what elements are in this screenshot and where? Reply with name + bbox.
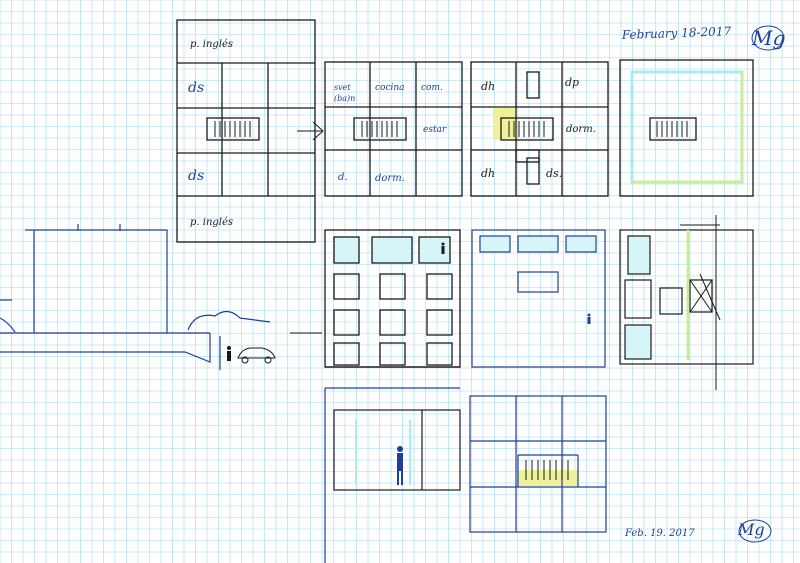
signature-top-loop: [751, 25, 785, 51]
plan-right-label-dorm: dorm.: [566, 124, 596, 135]
bottom-plan-yellow-highlight: [518, 470, 578, 486]
elevation-far-right: [619, 215, 754, 390]
elevation-right: [471, 229, 606, 368]
signature-bottom-loop: [738, 519, 772, 543]
plan-middle-label-sv2: (ba)n: [334, 94, 355, 103]
site-section: [0, 224, 271, 370]
plan-right-yellow-highlight: [493, 108, 515, 140]
signature-bottom: Mg: [737, 520, 765, 539]
human-figure-icon: [397, 446, 403, 485]
plan-right-label-ds: ds.: [546, 167, 562, 180]
plan-right: [470, 61, 609, 197]
plan-middle-label-dorm: dorm.: [375, 173, 405, 184]
plan-far-right: [619, 59, 754, 197]
date-bottom: Feb. 19. 2017: [624, 528, 695, 539]
car-icon: [237, 347, 276, 364]
plan-right-label-dp: dp: [565, 76, 579, 89]
person-icon: [227, 346, 231, 361]
person-icon-right: [587, 313, 591, 324]
plan-left-row4-label: ds: [188, 168, 204, 184]
plan-middle-label-comedor: com.: [421, 83, 443, 93]
plan-left: [176, 19, 316, 243]
person-icon-small: [441, 242, 445, 254]
plan-left-row2-label: ds: [188, 80, 204, 96]
plan-right-label-dh-top: dh: [481, 80, 495, 93]
plan-right-label-dh-bottom: dh: [481, 167, 495, 180]
plan-middle-label-estar: estar: [423, 125, 447, 135]
plan-middle: [324, 61, 463, 197]
date-top: February 18-2017: [621, 24, 732, 42]
arrow-right-icon: [297, 121, 324, 141]
plan-left-top-label: p. inglés: [190, 39, 233, 50]
elevation-middle: [324, 229, 461, 368]
plan-bottom-right: [469, 395, 607, 533]
plan-middle-label-cocina: cocina: [375, 83, 405, 93]
plan-left-bottom-label: p. inglés: [190, 217, 233, 228]
plan-middle-label-d: d.: [338, 172, 348, 183]
plan-middle-label-sv: svet: [334, 83, 351, 92]
section-bottom-left: [324, 387, 461, 563]
